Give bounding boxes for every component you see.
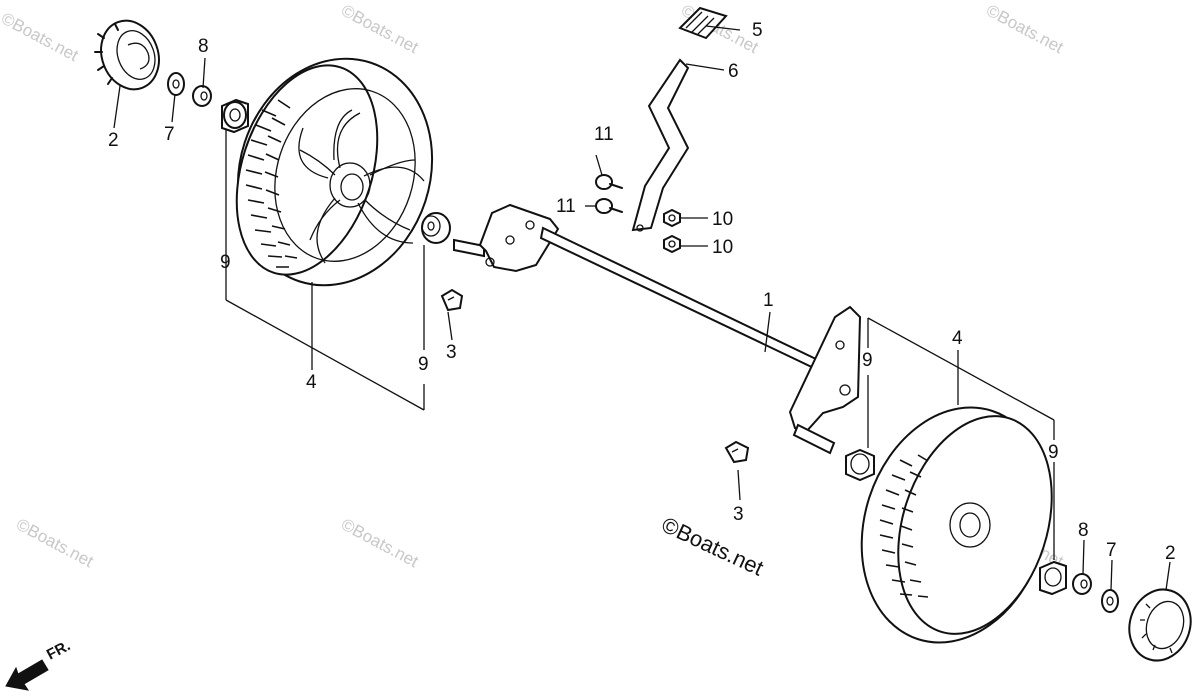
callout-3-left: 3 — [446, 342, 457, 363]
callout-11-upper: 11 — [594, 124, 614, 145]
leader-lines — [113, 25, 1171, 591]
watermark: ©Boats.net — [0, 9, 82, 66]
callout-3-right: 3 — [733, 504, 744, 525]
left-lock-washer — [167, 72, 185, 96]
right-wheel — [860, 406, 1053, 644]
callout-9-right-inner: 9 — [862, 350, 873, 371]
callout-10-upper: 10 — [712, 209, 733, 230]
right-inner-bearing — [845, 448, 875, 482]
nut-upper — [663, 208, 681, 228]
callout-1: 1 — [763, 290, 774, 311]
callout-9-left-inner: 9 — [418, 354, 429, 375]
height-adjust-lever — [631, 58, 690, 232]
front-label: FR. — [44, 637, 73, 663]
right-clip — [724, 440, 750, 464]
nut-lower — [663, 234, 681, 254]
left-wheel-tread — [245, 99, 298, 268]
callout-7-left: 7 — [164, 124, 175, 145]
bolt-upper — [595, 174, 623, 190]
right-wheel-tread — [879, 454, 929, 598]
callout-labels: 1 2 2 3 3 4 4 5 6 7 7 8 8 9 9 9 9 10 10 … — [108, 20, 1176, 564]
brand-mark: ©Boats.net — [658, 512, 768, 581]
watermark: ©Boats.net — [338, 515, 422, 572]
right-outer-bearing — [1039, 560, 1067, 596]
rear-axle — [453, 203, 862, 455]
callout-7-right: 7 — [1106, 540, 1117, 561]
callout-5: 5 — [752, 20, 763, 41]
right-collar — [1072, 573, 1092, 595]
watermark: ©Boats.net — [13, 515, 97, 572]
callout-4-left: 4 — [306, 372, 317, 393]
callout-4-right: 4 — [952, 328, 963, 349]
left-clip — [440, 288, 464, 312]
callout-8-right: 8 — [1078, 520, 1089, 541]
right-wheel-cap — [1128, 588, 1192, 662]
front-arrow-icon — [5, 659, 49, 691]
front-direction-indicator: FR. — [5, 637, 73, 691]
callout-6: 6 — [728, 61, 739, 82]
right-lock-washer — [1101, 589, 1119, 613]
watermark: ©Boats.net — [338, 1, 422, 58]
callout-2-left: 2 — [108, 130, 119, 151]
callout-8-left: 8 — [198, 36, 209, 57]
left-collar — [192, 85, 212, 107]
callout-9-left-outer: 9 — [220, 252, 231, 273]
left-outer-bearing — [221, 98, 249, 134]
left-wheel-cap — [94, 19, 160, 91]
watermark: ©Boats.net — [983, 1, 1067, 58]
callout-9-right-outer: 9 — [1048, 442, 1059, 463]
left-inner-bearing — [421, 212, 451, 244]
callout-11-lower: 11 — [556, 196, 576, 217]
callout-2-right: 2 — [1165, 543, 1176, 564]
bolt-lower — [595, 198, 623, 214]
left-wheel — [235, 57, 434, 287]
callout-10-lower: 10 — [712, 237, 733, 258]
